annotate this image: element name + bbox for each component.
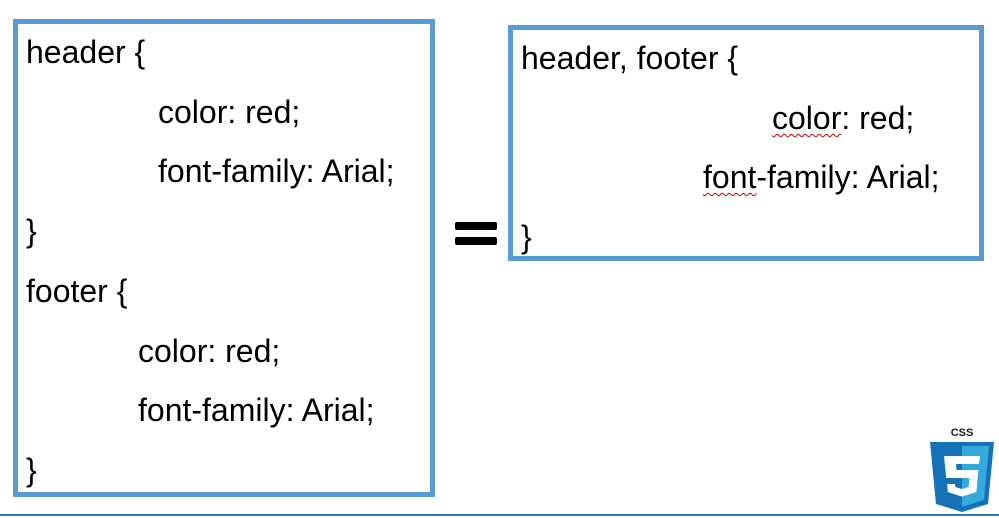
code-line-grouped-close: } [521, 219, 532, 255]
css3-logo-icon: CSS [930, 427, 994, 512]
equals-icon [455, 222, 497, 246]
code-line-color: color: red; [772, 99, 914, 137]
code-line-color: color: red; [138, 333, 281, 369]
code-line-footer-open: footer { [26, 273, 128, 309]
code-line-color: color: red; [158, 94, 301, 130]
code-line-footer-close: } [26, 452, 37, 488]
code-line-grouped-selector: header, footer { [521, 40, 739, 76]
code-line-font-family: font-family: Arial; [158, 153, 395, 189]
code-line-font-family: font-family: Arial; [703, 158, 940, 196]
code-block-grouped [508, 25, 984, 261]
spellcheck-word: color [772, 100, 842, 136]
slide-bottom-rule [0, 514, 999, 516]
spellcheck-word: font [703, 159, 757, 195]
code-line-header-close: } [26, 213, 37, 249]
logo-label: CSS [951, 427, 974, 439]
code-line-header-open: header { [26, 34, 146, 70]
code-block-separate [13, 19, 435, 497]
code-value: -family: Arial; [756, 159, 940, 195]
code-value: : red; [841, 100, 915, 136]
code-line-font-family: font-family: Arial; [138, 392, 375, 428]
